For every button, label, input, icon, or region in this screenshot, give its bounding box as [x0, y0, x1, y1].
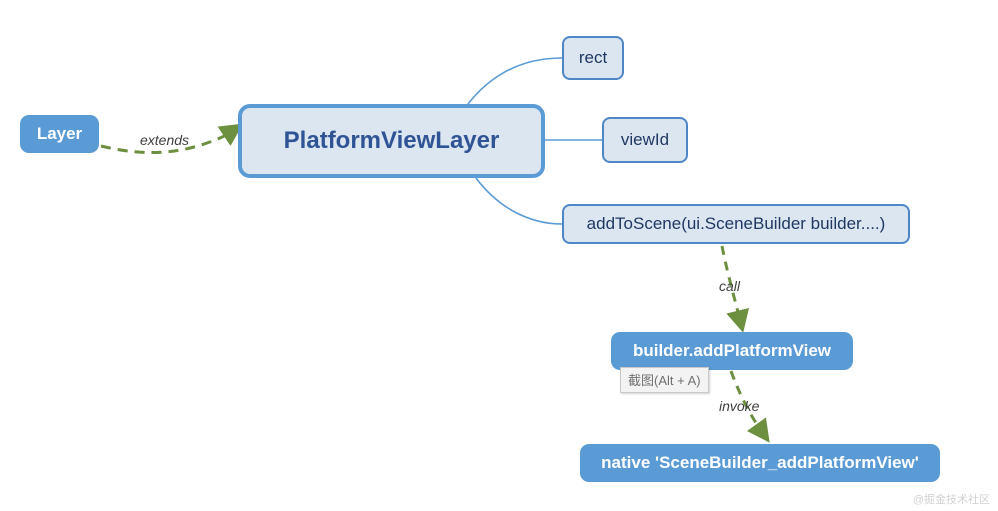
edge-to-addtoscene	[475, 177, 563, 225]
edge-label-invoke: invoke	[719, 398, 760, 414]
edge-label-call: call	[719, 278, 741, 294]
watermark: @掘金技术社区	[912, 494, 990, 506]
edge-to-rect	[467, 57, 563, 105]
node-native-scene-builder-add-platform-view[interactable]: native 'SceneBuilder_addPlatformView'	[580, 444, 940, 482]
node-platform-view-layer[interactable]: PlatformViewLayer	[238, 104, 545, 178]
node-rect[interactable]: rect	[562, 36, 624, 80]
screenshot-tooltip: 截图(Alt + A)	[620, 367, 709, 393]
node-view-id[interactable]: viewId	[602, 117, 688, 163]
node-builder-add-platform-view[interactable]: builder.addPlatformView	[611, 332, 853, 370]
node-add-to-scene[interactable]: addToScene(ui.SceneBuilder builder....)	[562, 204, 910, 244]
node-layer[interactable]: Layer	[20, 115, 99, 153]
edge-label-extends: extends	[140, 132, 190, 148]
